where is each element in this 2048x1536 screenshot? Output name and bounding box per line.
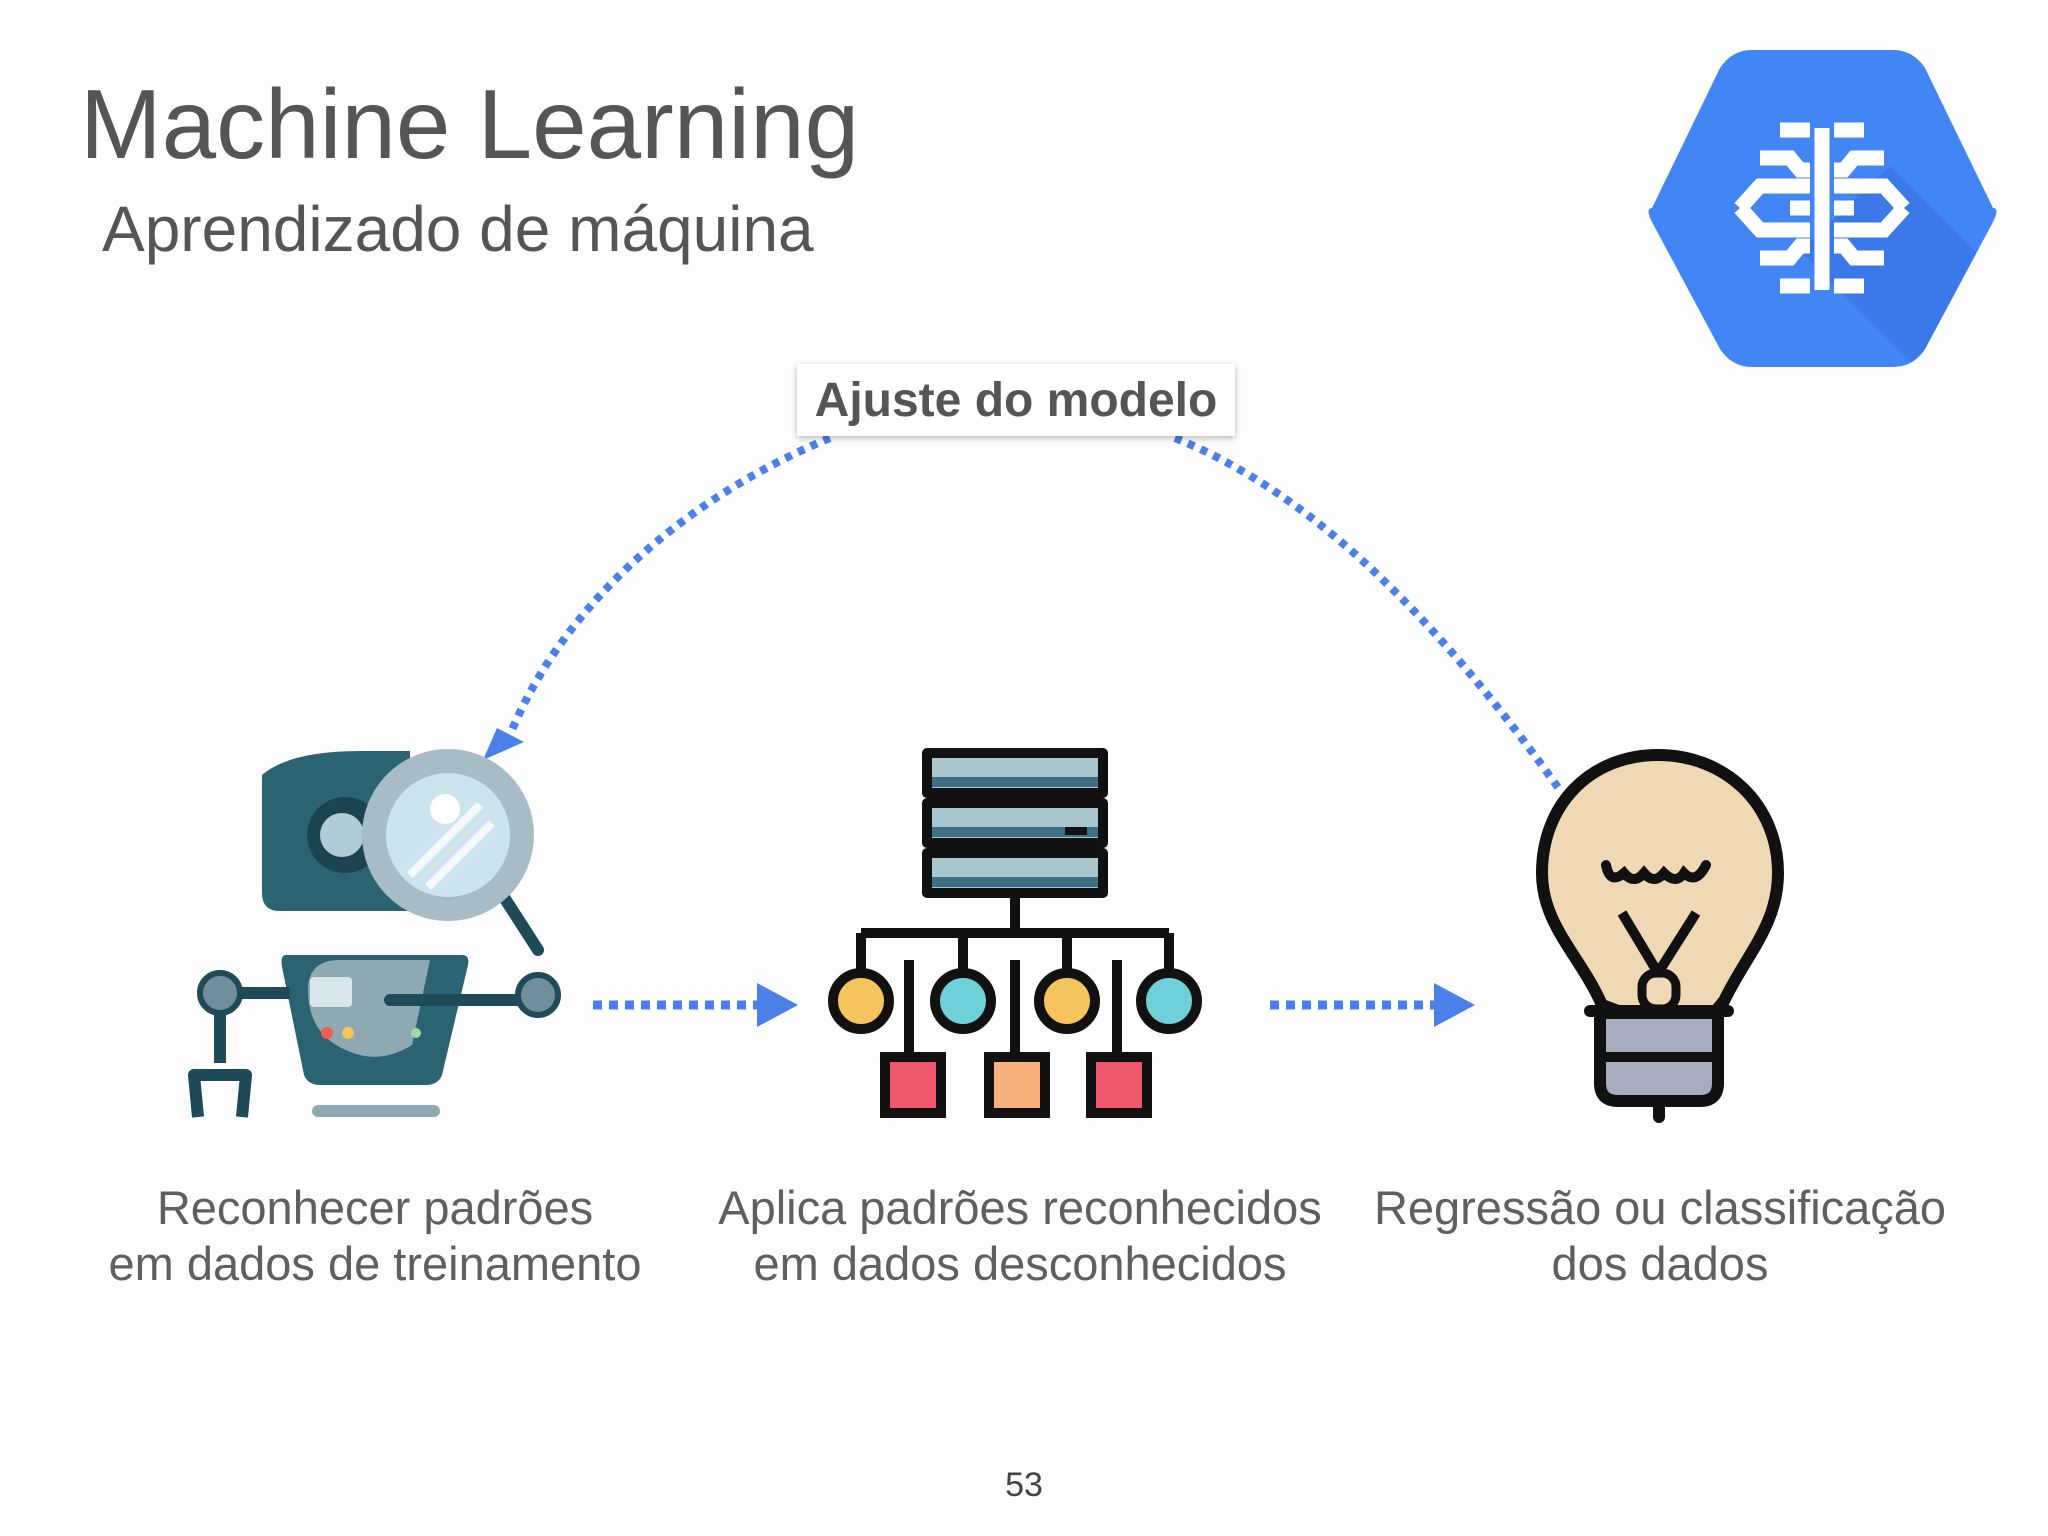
step-caption-apply: Aplica padrões reconhecidos em dados des… [700,1180,1340,1292]
leaf-red-1 [880,1052,946,1118]
robot-eye-inner [320,813,364,857]
leaf-red-2 [1086,1052,1152,1118]
leaf-orange [984,1052,1050,1118]
flow-arrow-2-head [1434,983,1475,1027]
bulb-filament [1601,860,1711,884]
robot-arm-left-joint [197,970,243,1016]
brain-glyph [1734,122,1910,294]
step-caption-train: Reconhecer padrões em dados de treinamen… [60,1180,690,1292]
flow-arrow-1-head [757,983,798,1027]
robot-base [312,1105,440,1117]
magnifier-glare [407,802,495,890]
robot-arm-right-joint [515,972,561,1018]
feedback-arrowhead-left [483,728,524,760]
feedback-arc-right [1173,434,1566,796]
page-number: 53 [1005,1466,1043,1504]
slide-title: Machine Learning [80,69,860,179]
step-caption-train-line2: em dados de treinamento [108,1237,642,1290]
robot-led-yellow [342,1027,354,1039]
step-caption-result: Regressão ou classificação dos dados [1350,1180,1970,1292]
magnifier-highlight [430,794,460,824]
slide-subtitle: Aprendizado de máquina [102,193,814,265]
step-caption-apply-line2: em dados desconhecidos [753,1237,1287,1290]
lightbulb-icon [1536,749,1784,1123]
robot-chest-screen [310,977,352,1007]
node-yellow-2 [1034,968,1100,1034]
robot-led-red [321,1027,333,1039]
step-caption-result-line2: dos dados [1551,1237,1769,1290]
step-caption-train-line1: Reconhecer padrões [156,1181,594,1234]
node-cyan-1 [930,968,996,1034]
robot-claw [188,1069,252,1118]
robot-led-green [411,1028,421,1038]
feedback-arc-left [506,434,832,737]
feedback-label: Ajuste do modelo [797,364,1235,436]
robot-magnifier-icon [188,749,561,1118]
cloud-machine-learning-brain-icon [1648,50,1997,367]
node-cyan-2 [1136,968,1202,1034]
step-caption-result-line1: Regressão ou classificação [1373,1181,1947,1234]
step-caption-apply-line1: Aplica padrões reconhecidos [718,1181,1322,1234]
database-hierarchy-icon [828,748,1202,1118]
node-yellow-1 [828,968,894,1034]
